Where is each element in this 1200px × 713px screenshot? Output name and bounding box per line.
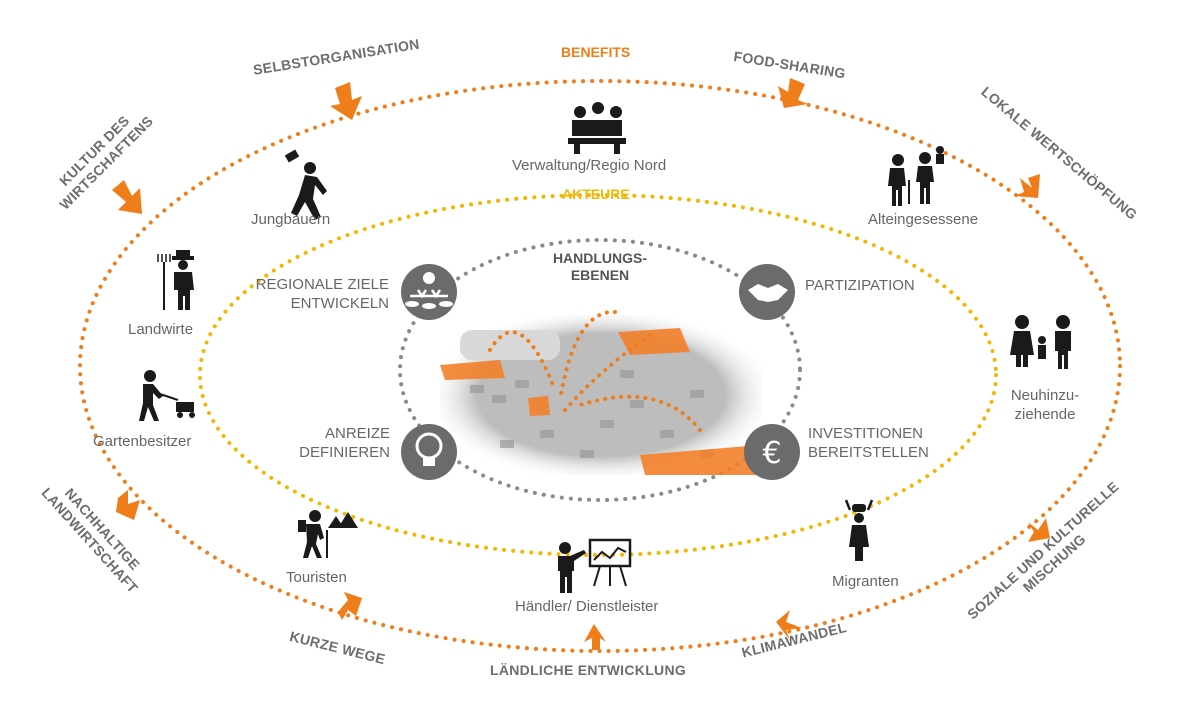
arrow-icon	[1028, 518, 1050, 542]
aerial-photo	[440, 309, 762, 475]
actor-neuhinzu-line1: Neuhinzu-	[1010, 387, 1080, 404]
actor-alteingesessene: Alteingesessene	[868, 211, 979, 228]
actor-jungbauern: Jungbauern	[251, 211, 331, 228]
arrow-icon	[1014, 174, 1040, 198]
actor-neuhinzuziehende: Neuhinzu- ziehende	[1000, 386, 1090, 424]
arrow-icon	[338, 592, 362, 620]
elderly-couple-icon	[888, 146, 944, 206]
field-highlight	[640, 445, 762, 475]
benefit-arrows	[112, 78, 1050, 650]
migrant-icon	[844, 499, 874, 561]
level-investitionen-line1: INVESTITIONEN	[808, 425, 924, 442]
levels-ring	[398, 238, 802, 502]
actor-verwaltung: Verwaltung/Regio Nord	[512, 157, 667, 174]
presenter-icon	[558, 538, 632, 593]
level-anreize: ANREIZE DEFINIEREN	[290, 424, 390, 462]
arrow-icon	[584, 624, 606, 650]
euro-symbol: €	[762, 436, 781, 471]
level-regionale-line1: REGIONALE ZIELE	[255, 276, 389, 293]
field-highlight	[440, 360, 505, 380]
family-icon	[1010, 315, 1071, 369]
field-highlight	[618, 328, 690, 355]
meeting-icon	[568, 102, 626, 154]
lightbulb-icon	[401, 424, 457, 480]
level-investitionen-line2: BEREITSTELLEN	[808, 444, 929, 461]
actor-haendler: Händler/ Dienstleister	[515, 598, 659, 615]
benefits-title: BENEFITS	[561, 44, 631, 60]
farmer-icon	[157, 250, 194, 310]
level-anreize-line1: ANREIZE	[324, 425, 390, 442]
actor-gartenbesitzer: Gartenbesitzer	[93, 433, 192, 450]
arrow-icon	[116, 490, 140, 520]
regionale-ziele-icon	[401, 264, 457, 320]
level-regionale-line2: ENTWICKELN	[290, 295, 389, 312]
level-regionale-ziele: REGIONALE ZIELE ENTWICKELN	[255, 275, 389, 313]
euro-icon: €	[744, 424, 800, 480]
actor-migranten: Migranten	[832, 573, 899, 590]
actors-ring	[198, 193, 998, 557]
level-anreize-line2: DEFINIEREN	[299, 444, 390, 461]
handlungsebenen-line1: HANDLUNGS-	[552, 250, 648, 266]
arrow-icon	[776, 610, 802, 640]
actor-neuhinzu-line2: ziehende	[1014, 406, 1076, 423]
level-investitionen: INVESTITIONEN BEREITSTELLEN	[808, 424, 929, 462]
jungbauer-icon	[284, 149, 327, 220]
handlungsebenen-title: HANDLUNGS- EBENEN	[545, 250, 655, 284]
lawnmower-icon	[139, 370, 195, 421]
benefits-ring	[78, 79, 1122, 653]
hiker-icon	[298, 510, 358, 558]
handshake-icon	[739, 264, 795, 320]
handlungsebenen-line2: EBENEN	[570, 267, 630, 283]
akteure-title: AKTEURE	[562, 186, 630, 202]
arrow-icon	[330, 82, 362, 120]
actor-touristen: Touristen	[286, 569, 347, 586]
arrow-icon	[778, 78, 808, 108]
actor-landwirte: Landwirte	[128, 321, 194, 338]
benefit-laendliche: LÄNDLICHE ENTWICKLUNG	[490, 662, 687, 678]
level-partizipation: PARTIZIPATION	[805, 277, 915, 294]
arrow-icon	[112, 180, 142, 214]
field-highlight	[528, 396, 550, 416]
